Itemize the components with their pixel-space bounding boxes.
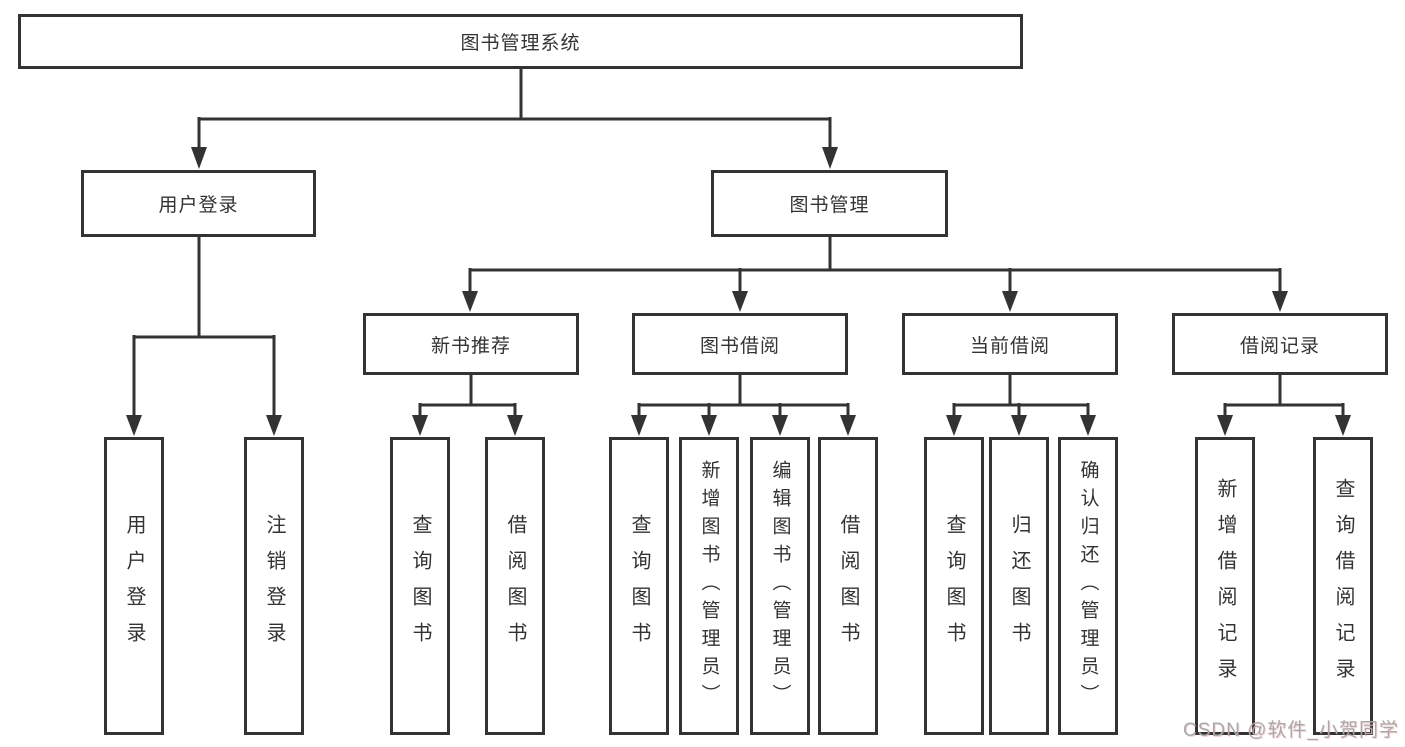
node-return-books: 归还图书	[989, 437, 1049, 735]
node-logout: 注销登录	[244, 437, 304, 735]
node-current-borrow-label: 当前借阅	[969, 335, 1050, 357]
node-root-label: 图书管理系统	[460, 33, 581, 54]
node-add-borrow-record: 新增借阅记录	[1195, 437, 1255, 735]
node-user-login: 用户登录	[81, 170, 316, 237]
node-edit-books-admin: 编辑图书（管理员）	[750, 437, 810, 735]
node-new-book-recommend: 新书推荐	[363, 313, 579, 375]
node-query-books-borrow: 查询图书	[609, 437, 669, 735]
node-borrow-books-recommend: 借阅图书	[485, 437, 545, 735]
node-book-borrow-label: 图书借阅	[699, 335, 780, 357]
node-borrow-books-borrow: 借阅图书	[818, 437, 878, 735]
node-root: 图书管理系统	[18, 14, 1023, 69]
node-add-books-admin: 新增图书（管理员）	[679, 437, 739, 735]
node-borrow-records: 借阅记录	[1172, 313, 1388, 375]
node-current-borrow: 当前借阅	[902, 313, 1118, 375]
node-user-login-action: 用户登录	[104, 437, 164, 735]
node-query-borrow-record: 查询借阅记录	[1313, 437, 1373, 735]
csdn-watermark: CSDN @软件_小贺同学	[1183, 720, 1399, 741]
node-book-management: 图书管理	[711, 170, 948, 237]
node-book-management-label: 图书管理	[789, 195, 870, 216]
node-borrow-records-label: 借阅记录	[1239, 335, 1320, 357]
node-query-books-current: 查询图书	[924, 437, 984, 735]
node-book-borrow: 图书借阅	[632, 313, 848, 375]
node-user-login-label: 用户登录	[158, 195, 239, 216]
node-new-book-recommend-label: 新书推荐	[430, 335, 511, 357]
node-confirm-return-admin: 确认归还（管理员）	[1058, 437, 1118, 735]
node-query-books-recommend: 查询图书	[390, 437, 450, 735]
